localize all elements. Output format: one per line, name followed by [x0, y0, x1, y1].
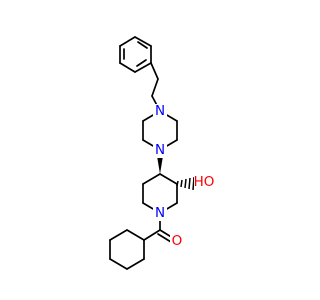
atom-label-carbonyl-oxygen: O: [172, 233, 183, 249]
phenyl-ring: [119, 36, 152, 73]
atom-n-piperidine: N: [153, 205, 167, 221]
atom-hydroxyl: HO: [194, 174, 216, 190]
atom-label-n-piperidine: N: [155, 205, 165, 221]
atom-n-lower: N: [153, 142, 167, 158]
atom-label-hydroxyl: HO: [194, 174, 215, 190]
atom-n-upper: N: [153, 103, 167, 119]
atom-label-n-upper: N: [155, 103, 165, 119]
bond: [150, 62, 159, 80]
chemical-structure-diagram: N N N HO O: [109, 36, 216, 270]
bond: [142, 173, 161, 185]
bond: [126, 258, 145, 270]
bond: [119, 36, 136, 47]
aromatic-inner-bond: [137, 41, 148, 49]
bond: [126, 229, 145, 241]
stereo-wedge-bond: [157, 156, 163, 174]
bond: [151, 78, 159, 97]
bond: [159, 173, 178, 185]
bond: [109, 258, 128, 270]
bond: [119, 62, 136, 73]
carbonyl-double-bond: [157, 233, 172, 243]
bond: [109, 229, 128, 241]
cyclohexyl-ring: [109, 229, 145, 270]
bond: [143, 229, 161, 241]
stereo-hash-bond: [176, 176, 195, 191]
aromatic-inner-bond: [136, 59, 147, 67]
atom-label-n-lower: N: [155, 142, 165, 158]
bond: [134, 62, 152, 73]
atom-carbonyl-oxygen: O: [170, 233, 184, 249]
bond: [134, 36, 152, 47]
